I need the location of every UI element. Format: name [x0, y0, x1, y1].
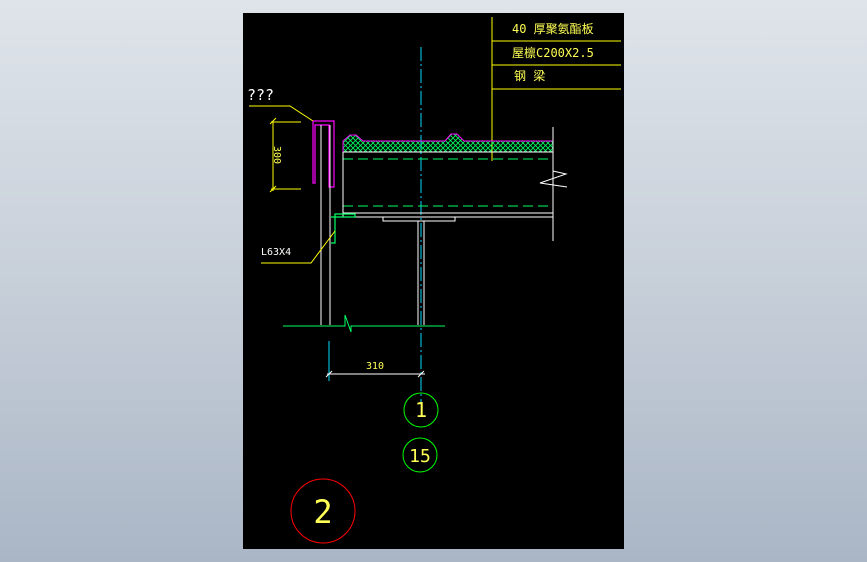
- leader-unknown: [249, 105, 314, 122]
- dimension-offset: 310: [325, 341, 425, 381]
- axis-bubble: [403, 392, 439, 428]
- detail-bubble-text: 2: [313, 493, 332, 531]
- label-unknown: ???: [247, 86, 274, 104]
- ground-line: [283, 314, 445, 333]
- drawing-sheet[interactable]: 40 厚聚氨酯板 屋檩C200X2.5 钢 梁 ??? 300: [243, 13, 624, 549]
- dim-height-text: 300: [271, 146, 282, 164]
- roof-panel: [342, 133, 554, 153]
- detail-drawing: 40 厚聚氨酯板 屋檩C200X2.5 钢 梁 ??? 300: [247, 17, 621, 544]
- sheet-bubble: [402, 437, 438, 473]
- note-panel: 40 厚聚氨酯板: [512, 22, 594, 36]
- leader-angle: [261, 230, 336, 264]
- axis-bubble-text: 1: [415, 398, 427, 422]
- base-plate: [382, 216, 456, 222]
- break-mark-right: [539, 170, 568, 188]
- detail-bubble: [290, 478, 356, 544]
- label-angle: L63X4: [261, 247, 291, 258]
- note-beam: 钢 梁: [514, 68, 545, 83]
- dim-offset-text: 310: [366, 361, 384, 372]
- sheet-bubble-text: 15: [409, 446, 431, 467]
- dimension-height: 300: [269, 117, 301, 193]
- angle-profile: [331, 213, 356, 244]
- note-purlin: 屋檩C200X2.5: [512, 45, 594, 60]
- notes-table: 40 厚聚氨酯板 屋檩C200X2.5 钢 梁: [491, 17, 621, 161]
- fascia-profile: [312, 120, 335, 188]
